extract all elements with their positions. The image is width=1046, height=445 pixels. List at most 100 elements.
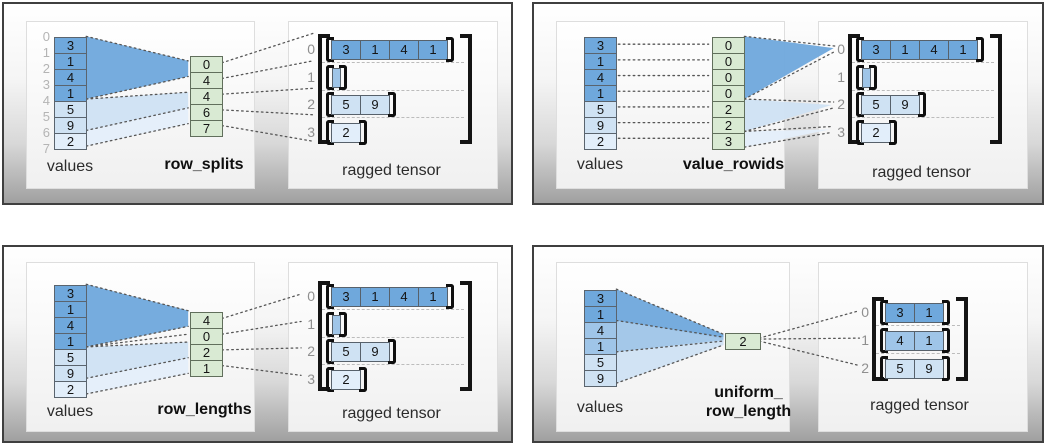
value-cell: 9 bbox=[584, 117, 617, 134]
tensor-cell: 2 bbox=[331, 122, 361, 143]
row-separator bbox=[322, 62, 464, 63]
row-index-label: 0 bbox=[307, 288, 315, 304]
value-cell: 4 bbox=[54, 317, 87, 334]
method-cell: 6 bbox=[190, 104, 223, 121]
ragged-tensor-label: ragged tensor bbox=[342, 405, 441, 422]
row-separator bbox=[852, 62, 994, 63]
tensor-cell: 9 bbox=[914, 358, 944, 379]
value-index-label: 3 bbox=[42, 77, 50, 92]
open-bracket bbox=[848, 34, 860, 144]
tensor-cell: 5 bbox=[331, 341, 361, 362]
value-cell: 2 bbox=[54, 133, 87, 150]
close-bracket bbox=[942, 300, 950, 325]
tensor-cell: 3 bbox=[331, 39, 361, 60]
tensor-cell: 9 bbox=[360, 341, 390, 362]
close-bracket bbox=[388, 339, 396, 364]
value-cell: 1 bbox=[54, 53, 87, 70]
method-cell: 7 bbox=[190, 120, 223, 137]
method-cell: 2 bbox=[725, 333, 761, 350]
method-cell: 1 bbox=[190, 360, 223, 377]
tensor-cell: 3 bbox=[861, 39, 891, 60]
tensor-cell: 2 bbox=[861, 122, 891, 143]
quadrant-uniform-row-length: 3 1 4 1 5 9 2 0 1 2 3 1 bbox=[532, 245, 1044, 443]
method-label-line-1: uniform_ bbox=[714, 384, 783, 401]
row-index-label: 1 bbox=[861, 332, 869, 348]
method-cell: 2 bbox=[190, 344, 223, 361]
tensor-cell: 1 bbox=[360, 39, 390, 60]
row-index-label: 0 bbox=[861, 304, 869, 320]
method-label: value_rowids bbox=[682, 156, 785, 173]
values-label: values bbox=[46, 158, 94, 175]
row-index-label: 3 bbox=[307, 371, 315, 387]
row-index-label: 2 bbox=[837, 96, 845, 112]
close-bracket bbox=[446, 37, 454, 62]
method-cell: 0 bbox=[712, 85, 745, 102]
method-cell: 2 bbox=[712, 101, 745, 118]
tensor-cell: 3 bbox=[331, 286, 361, 307]
row-separator bbox=[322, 337, 464, 338]
method-cell: 0 bbox=[712, 53, 745, 70]
method-cell: 4 bbox=[190, 312, 223, 329]
method-label: row_lengths bbox=[157, 401, 252, 418]
value-rowids-column: 0 0 0 0 2 2 3 bbox=[712, 37, 746, 150]
value-cell: 5 bbox=[54, 349, 87, 366]
row-index-label: 3 bbox=[837, 124, 845, 140]
open-bracket bbox=[326, 339, 334, 364]
tensor-row: 3 1 4 1 bbox=[856, 37, 984, 62]
tensor-row: 5 9 bbox=[880, 356, 950, 381]
ragged-tensor: 0 1 2 3 3 1 4 1 5 9 bbox=[302, 34, 478, 145]
close-bracket bbox=[976, 37, 984, 62]
empty-row-cell bbox=[332, 314, 341, 335]
value-cell: 4 bbox=[584, 69, 617, 86]
tensor-row: 5 9 bbox=[856, 92, 926, 117]
open-bracket bbox=[856, 120, 864, 145]
close-bracket bbox=[942, 356, 950, 381]
value-cell: 1 bbox=[584, 338, 617, 355]
method-cell: 0 bbox=[190, 56, 223, 73]
tensor-cell: 5 bbox=[331, 94, 361, 115]
value-index-label: 2 bbox=[42, 61, 50, 76]
tensor-row: 2 bbox=[326, 367, 367, 392]
method-cell: 0 bbox=[712, 69, 745, 86]
tensor-cell: 1 bbox=[914, 330, 944, 351]
value-cell: 3 bbox=[54, 285, 87, 302]
value-cell: 5 bbox=[584, 101, 617, 118]
tensor-row-empty bbox=[326, 312, 347, 337]
tensor-row: 3 1 bbox=[880, 300, 950, 325]
close-bracket bbox=[359, 367, 367, 392]
tensor-row: 3 1 4 1 bbox=[326, 37, 454, 62]
empty-row-cell bbox=[862, 67, 871, 88]
row-index-label: 2 bbox=[861, 360, 869, 376]
open-bracket bbox=[880, 356, 888, 381]
tensor-cell: 1 bbox=[914, 302, 944, 323]
method-cell: 0 bbox=[712, 37, 745, 54]
tensor-cell: 9 bbox=[890, 94, 920, 115]
close-bracket bbox=[339, 312, 347, 337]
row-separator bbox=[322, 117, 464, 118]
value-cell: 1 bbox=[54, 301, 87, 318]
method-label: row_splits bbox=[164, 156, 244, 173]
value-cell: 1 bbox=[584, 306, 617, 323]
value-cell: 5 bbox=[54, 101, 87, 118]
value-cell: 3 bbox=[54, 37, 87, 54]
open-bracket bbox=[326, 312, 334, 337]
value-cell: 1 bbox=[584, 53, 617, 70]
close-bracket bbox=[460, 34, 472, 144]
row-index-label: 2 bbox=[307, 96, 315, 112]
row-index-label: 3 bbox=[307, 124, 315, 140]
tensor-cell: 5 bbox=[861, 94, 891, 115]
value-index-label: 6 bbox=[42, 125, 50, 140]
value-index-label: 4 bbox=[42, 93, 50, 108]
value-cell: 1 bbox=[584, 85, 617, 102]
row-separator bbox=[322, 364, 464, 365]
ragged-tensor: 0 1 2 3 3 1 4 1 5 9 bbox=[832, 34, 1008, 145]
tensor-cell: 4 bbox=[389, 286, 419, 307]
row-separator bbox=[876, 325, 960, 326]
open-bracket bbox=[872, 297, 884, 381]
tensor-row-empty bbox=[326, 65, 347, 90]
tensor-cell: 1 bbox=[948, 39, 978, 60]
tensor-row: 3 1 4 1 bbox=[326, 284, 454, 309]
close-bracket bbox=[918, 92, 926, 117]
tensor-row: 2 bbox=[326, 120, 367, 145]
values-column: 3 1 4 1 5 9 2 bbox=[54, 37, 88, 150]
